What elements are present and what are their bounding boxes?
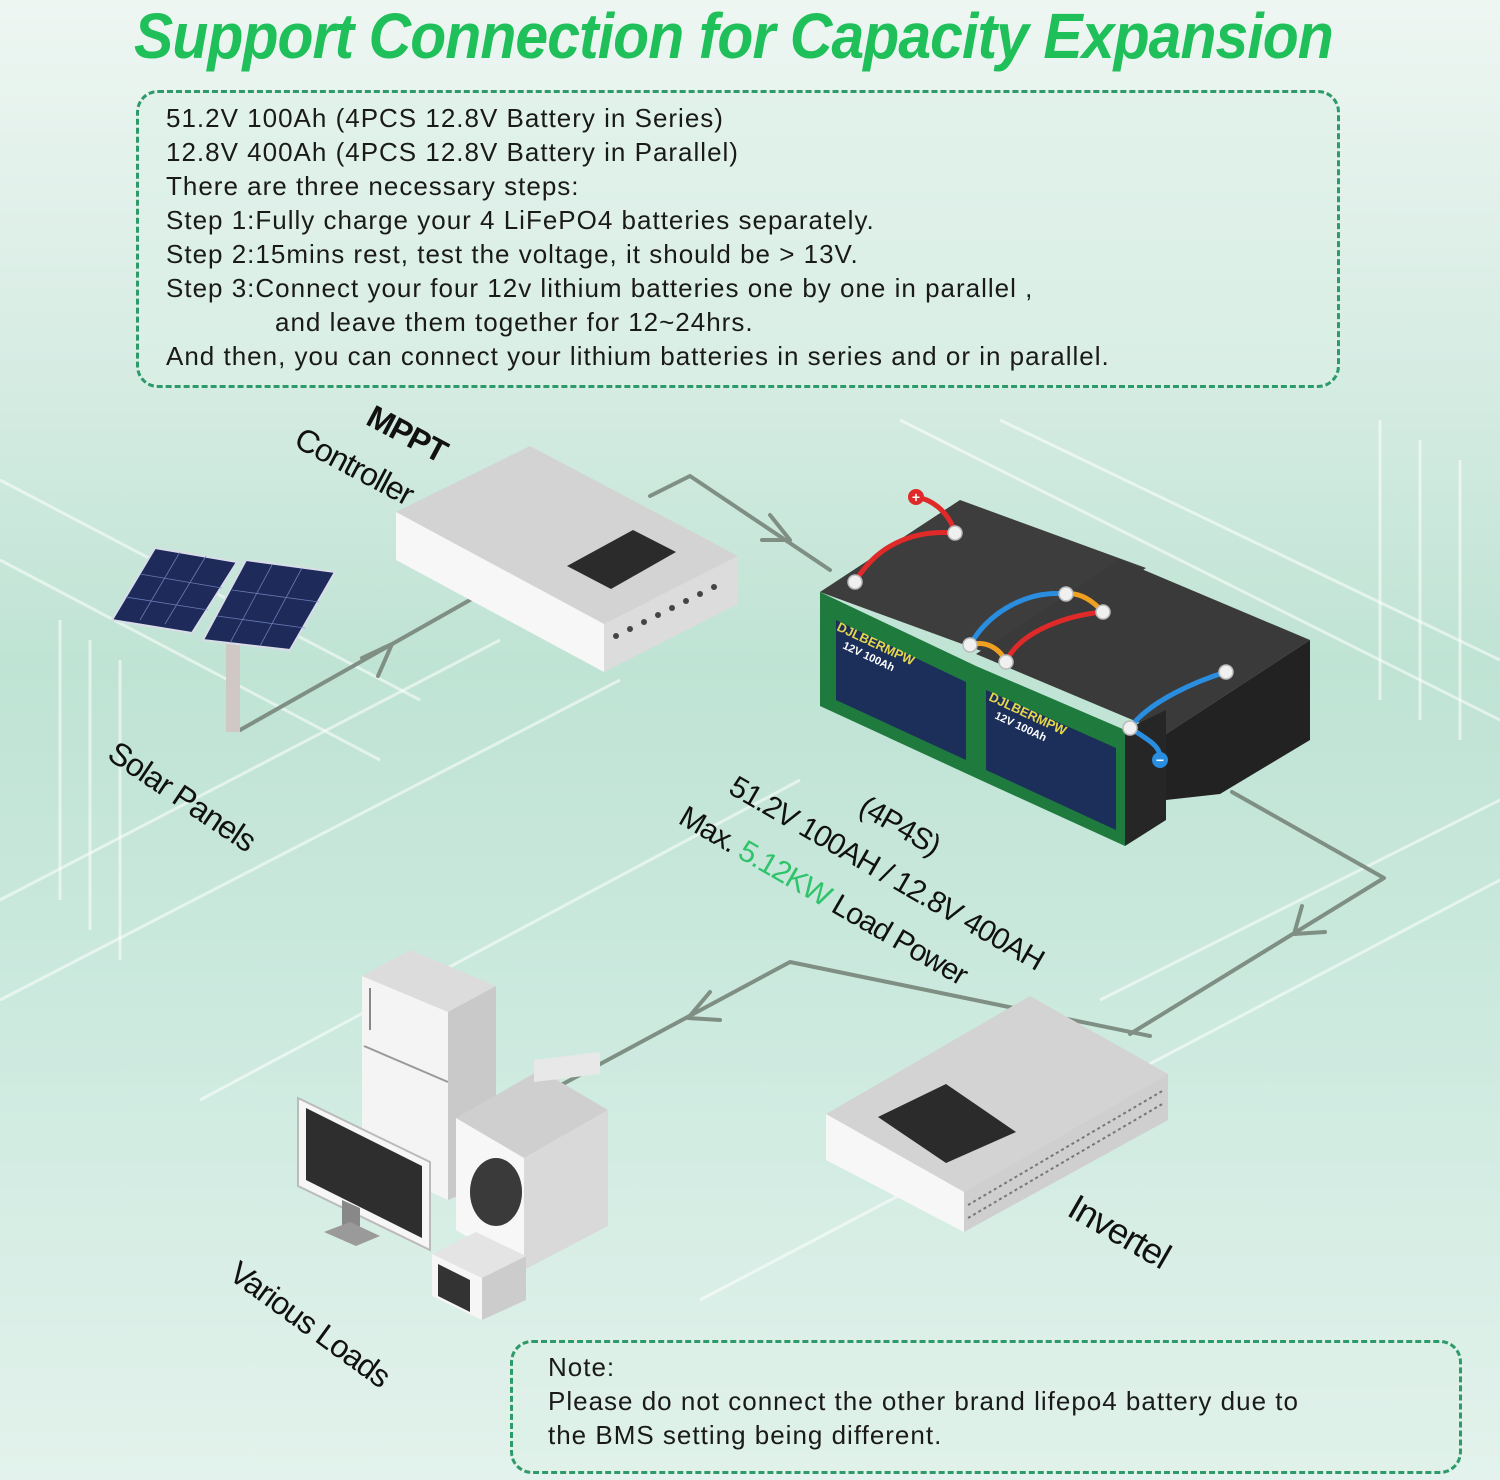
inverter-icon: [826, 996, 1168, 1232]
terminal-icon: [1095, 604, 1111, 620]
info-line-parallel: 12.8V 400Ah (4PCS 12.8V Battery in Paral…: [166, 137, 739, 167]
note-box: [510, 1340, 1462, 1474]
note-heading: Note:: [548, 1352, 616, 1382]
positive-symbol: +: [912, 489, 920, 505]
arrowhead-icon: [760, 513, 792, 542]
positive-terminal-icon: [908, 489, 924, 505]
instructions-box: [136, 90, 1340, 388]
microwave-icon: [432, 1232, 526, 1320]
info-line-step1: Step 1:Fully charge your 4 LiFePO4 batte…: [166, 205, 875, 235]
solar-panel-icon: [110, 546, 337, 732]
washing-machine-icon: [456, 1052, 608, 1270]
page-title: Support Connection for Capacity Expansio…: [134, 0, 1334, 72]
info-line-conclusion: And then, you can connect your lithium b…: [166, 341, 1110, 371]
arrowhead-icon: [1292, 904, 1327, 936]
info-line-step3-cont: and leave them together for 12~24hrs.: [275, 307, 754, 337]
terminal-icon: [1058, 586, 1074, 602]
info-line-step2: Step 2:15mins rest, test the voltage, it…: [166, 239, 859, 269]
negative-terminal-icon: [1152, 752, 1168, 768]
arrowhead-icon: [686, 990, 722, 1022]
terminal-icon: [1218, 664, 1234, 680]
info-line-steps-intro: There are three necessary steps:: [166, 171, 580, 201]
monitor-icon: [297, 1096, 431, 1252]
wire-blue: [1127, 669, 1229, 731]
arrowhead-icon: [360, 642, 394, 678]
info-line-step3: Step 3:Connect your four 12v lithium bat…: [166, 273, 1034, 303]
flow-solar-to-mppt: [238, 598, 472, 732]
negative-symbol: −: [1156, 752, 1164, 768]
terminal-icon: [962, 637, 978, 653]
wire-red: [852, 530, 958, 585]
mppt-controller-icon: [396, 446, 738, 672]
terminal-icon: [998, 654, 1014, 670]
wire-blue: [967, 590, 1069, 648]
wire-red: [1003, 609, 1106, 665]
terminal-icon: [1122, 720, 1138, 736]
note-line-2: the BMS setting being different.: [548, 1420, 943, 1450]
flow-battery-to-inverter: [1128, 790, 1386, 1036]
note-line-1: Please do not connect the other brand li…: [548, 1386, 1299, 1416]
info-line-series: 51.2V 100Ah (4PCS 12.8V Battery in Serie…: [166, 103, 724, 133]
terminal-icon: [847, 574, 863, 590]
terminal-icon: [947, 525, 963, 541]
